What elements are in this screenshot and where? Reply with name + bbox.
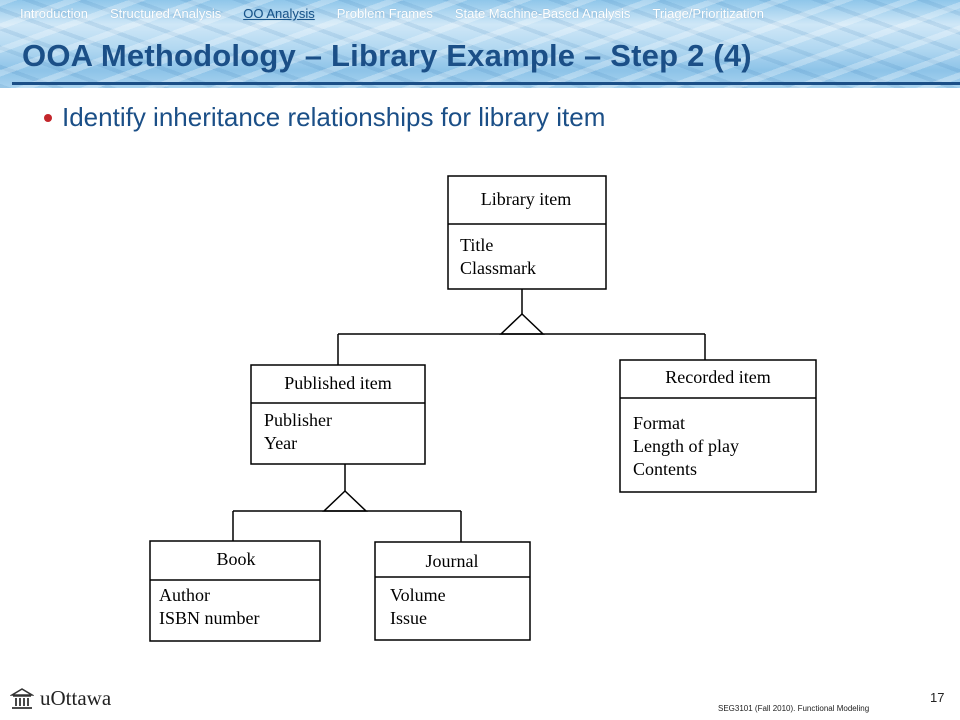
class-attribute: Publisher <box>264 410 332 430</box>
bullet-dot-icon <box>44 114 52 122</box>
bullet-text: Identify inheritance relationships for l… <box>62 102 606 132</box>
class-attribute: Volume <box>390 585 446 605</box>
class-attribute: Classmark <box>460 258 536 278</box>
nav-oo-analysis[interactable]: OO Analysis <box>243 6 315 21</box>
slide-number: 17 <box>930 690 945 705</box>
class-name: Library item <box>481 189 571 209</box>
class-published-item: Published item Publisher Year <box>250 364 426 465</box>
university-logo: uOttawa <box>10 686 111 711</box>
class-attribute: Length of play <box>633 436 739 456</box>
footer-course-text: SEG3101 (Fall 2010). Functional Modeling <box>718 704 870 713</box>
class-library-item: Library item Title Classmark <box>447 175 607 290</box>
class-attribute: Format <box>633 413 685 433</box>
nav-state-machine-analysis[interactable]: State Machine-Based Analysis <box>454 6 631 21</box>
inheritance-connector <box>337 289 706 365</box>
class-name: Journal <box>426 551 479 571</box>
class-attribute: Issue <box>390 608 427 628</box>
class-attribute: Contents <box>633 459 697 479</box>
class-name: Book <box>216 549 255 569</box>
class-name: Published item <box>284 373 392 393</box>
title-underline <box>12 82 960 85</box>
bullet-item: Identify inheritance relationships for l… <box>44 102 605 133</box>
nav-introduction[interactable]: Introduction <box>20 6 88 21</box>
class-attribute: Year <box>264 433 297 453</box>
nav-problem-frames[interactable]: Problem Frames <box>336 6 433 21</box>
class-attribute: Title <box>460 235 493 255</box>
slide-title: OOA Methodology – Library Example – Step… <box>22 38 752 73</box>
header-banner: Introduction Structured Analysis OO Anal… <box>0 0 960 88</box>
building-icon <box>10 687 34 709</box>
nav-triage-prioritization[interactable]: Triage/Prioritization <box>652 6 764 21</box>
class-attribute: Author <box>159 585 210 605</box>
class-attribute: ISBN number <box>159 608 260 628</box>
class-recorded-item: Recorded item Format Length of play Cont… <box>619 359 817 493</box>
logo-text: uOttawa <box>40 686 112 710</box>
nav-bar: Introduction Structured Analysis OO Anal… <box>20 6 950 26</box>
class-name: Recorded item <box>665 367 770 387</box>
class-book: Book Author ISBN number <box>149 540 321 642</box>
class-journal: Journal Volume Issue <box>374 541 531 641</box>
inheritance-connector <box>232 464 462 542</box>
nav-structured-analysis[interactable]: Structured Analysis <box>109 6 222 21</box>
